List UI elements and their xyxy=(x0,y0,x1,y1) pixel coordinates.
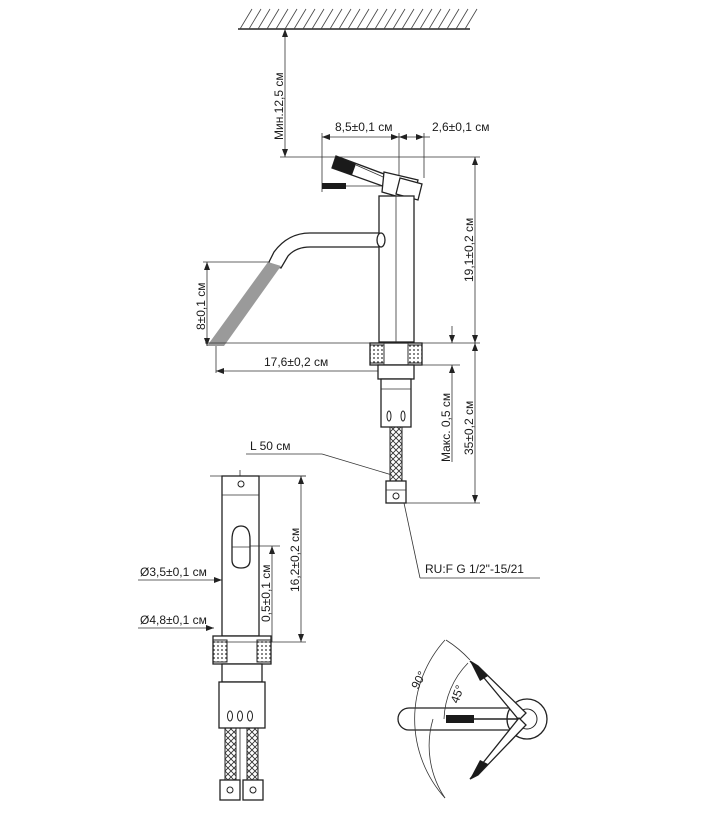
ceiling-hatch-line xyxy=(401,8,415,30)
ceiling-hatch-line xyxy=(446,8,460,30)
dim-total-height: 19,1±0,2 см xyxy=(462,218,476,282)
ceiling-hatch xyxy=(238,8,478,30)
handle-position-0 xyxy=(446,715,474,723)
handle-lever xyxy=(322,155,423,202)
faucet-body xyxy=(378,195,415,343)
ceiling-hatch-line xyxy=(266,8,280,30)
ceiling-hatch-line xyxy=(275,8,289,30)
ceiling-hatch-line xyxy=(419,8,433,30)
dim-hose-length: L 50 см xyxy=(250,439,291,453)
diameter-dimensions: Ø3,5±0,1 см Ø4,8±0,1 см xyxy=(138,565,222,631)
min-clearance-dimension: Мин.12,5 см xyxy=(272,29,400,158)
water-stream xyxy=(207,262,281,346)
arc-45 xyxy=(443,662,469,720)
side-view: Мин.12,5 см 8,5±0,1 см 2,6±0,1 см 19,1±0… xyxy=(194,8,540,579)
ceiling-hatch-line xyxy=(356,8,370,30)
handle-position-down xyxy=(470,760,488,779)
offset-dimension: 0,5±0,1 см xyxy=(250,545,280,642)
ceiling-hatch-line xyxy=(257,8,271,30)
front-view: 16,2±0,2 см 0,5±0,1 см Ø3,5±0,1 см Ø4,8±… xyxy=(138,470,306,801)
dim-offset: 0,5±0,1 см xyxy=(259,564,273,622)
angle-45-label: 45° xyxy=(448,683,467,705)
dim-spout-reach: 17,6±0,2 см xyxy=(264,355,328,369)
total-height-dimension: 19,1±0,2 см xyxy=(400,156,480,343)
ceiling-hatch-line xyxy=(365,8,379,30)
ceiling-hatch-line xyxy=(320,8,334,30)
ceiling-hatch-line xyxy=(347,8,361,30)
ceiling-hatch-line xyxy=(329,8,343,30)
dim-diam-body: Ø3,5±0,1 см xyxy=(140,565,207,579)
ceiling-hatch-line xyxy=(239,8,253,30)
dim-stem-length: 35±0,2 см xyxy=(462,401,476,455)
front-hose-left xyxy=(224,727,237,781)
stem-length-dimension: 35±0,2 см xyxy=(404,343,480,504)
handle-position-45 xyxy=(470,661,488,681)
handle-tip-front xyxy=(322,183,346,189)
ceiling-hatch-line xyxy=(437,8,451,30)
ceiling-hatch-line xyxy=(428,8,442,30)
ceiling-hatch-line xyxy=(455,8,469,30)
ceiling-hatch-line xyxy=(338,8,352,30)
ceiling-hatch-line xyxy=(293,8,307,30)
angle-90-label: 90° xyxy=(408,669,429,692)
ceiling-hatch-line xyxy=(464,8,478,30)
ceiling-hatch-line xyxy=(374,8,388,30)
front-hose-right xyxy=(246,727,259,781)
dim-diam-base: Ø4,8±0,1 см xyxy=(140,613,207,627)
braided-hose xyxy=(385,426,407,504)
spout xyxy=(267,232,386,269)
dim-max-thickness: Макс. 0,5 см xyxy=(439,393,453,462)
dim-body-height: 16,2±0,2 см xyxy=(288,528,302,592)
ceiling-hatch-line xyxy=(383,8,397,30)
front-base-nut xyxy=(212,635,272,665)
dim-handle-reach: 8,5±0,1 см xyxy=(335,120,393,134)
ceiling-hatch-line xyxy=(410,8,424,30)
shank xyxy=(377,364,415,428)
spout-height-dimension: 8±0,1 см xyxy=(194,261,270,346)
ceiling-hatch-line xyxy=(284,8,298,30)
ceiling-hatch-line xyxy=(392,8,406,30)
dim-min-height: Мин.12,5 см xyxy=(272,72,286,140)
dim-spout-height: 8±0,1 см xyxy=(194,282,208,330)
dim-handle-top: 2,6±0,1 см xyxy=(432,120,490,134)
top-view: 90° 45° xyxy=(397,639,548,799)
ceiling-hatch-line xyxy=(311,8,325,30)
ceiling-hatch-line xyxy=(248,8,262,30)
thread-label: RU:F G 1/2"-15/21 xyxy=(403,502,540,579)
max-thickness-dimension: Макс. 0,5 см xyxy=(422,326,460,462)
hose-length-label: L 50 см xyxy=(246,439,393,476)
dim-thread: RU:F G 1/2"-15/21 xyxy=(425,562,524,576)
base-nut xyxy=(369,342,423,366)
arc-90 xyxy=(414,639,446,799)
handle-dimensions: 8,5±0,1 см 2,6±0,1 см xyxy=(321,120,490,192)
ceiling-hatch-line xyxy=(302,8,316,30)
